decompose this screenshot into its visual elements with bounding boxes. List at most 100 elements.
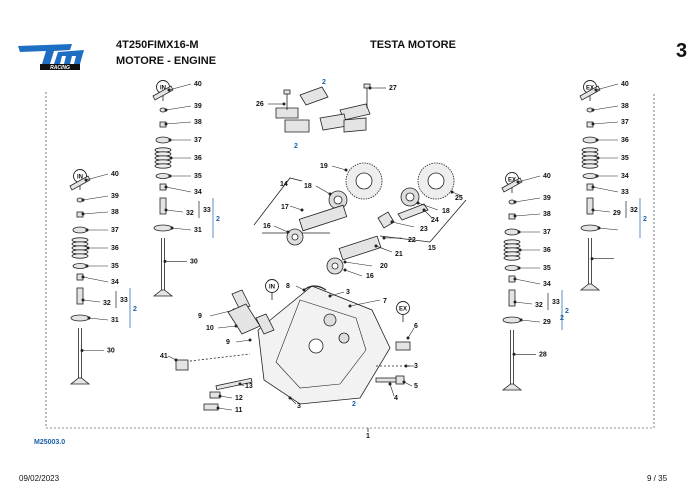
leader-dot	[343, 260, 347, 264]
group-line	[253, 177, 303, 226]
leader-dot	[597, 226, 601, 230]
cam-gear-hub	[355, 172, 373, 190]
callout-label: 29	[613, 210, 621, 217]
valve-spring-coil	[154, 163, 172, 169]
cam-gasket	[303, 285, 327, 291]
callout-label: 16	[263, 223, 271, 230]
valve-guide	[508, 289, 516, 307]
leader-dot	[513, 300, 517, 304]
leader-line	[514, 301, 533, 305]
callout-label: 30	[190, 258, 198, 265]
callout-label: 36	[621, 137, 629, 144]
leader-dot	[164, 208, 168, 212]
leader-line	[315, 185, 331, 195]
leader-line	[595, 83, 619, 91]
decompressor-lever	[397, 203, 429, 221]
leader-dot	[390, 220, 394, 224]
callout-label: 24	[431, 217, 439, 224]
cam-cap	[299, 86, 329, 106]
section-number: 3	[676, 40, 688, 62]
leader-dot	[282, 102, 286, 106]
exhaust-stud	[375, 377, 397, 383]
leader-dot	[164, 122, 168, 126]
callout-label: 30	[107, 348, 115, 355]
valve-head	[69, 377, 91, 385]
leader-dot	[216, 406, 220, 410]
callout-label: 36	[111, 245, 119, 252]
leader-dot	[348, 304, 352, 308]
callout-label: 40	[543, 173, 551, 180]
spring-retainer	[155, 136, 171, 144]
leader-line	[417, 202, 439, 211]
callout-label: 23	[420, 226, 428, 233]
spring-retainer	[582, 136, 598, 144]
cam-bearing-inner	[333, 195, 343, 205]
callout-label: 13	[245, 383, 253, 390]
leader-dot	[302, 288, 306, 292]
callout-label: 21	[395, 251, 403, 258]
head-port	[323, 313, 337, 327]
spring-seat	[582, 173, 598, 179]
callout-label: 8	[286, 283, 290, 290]
leader-line	[82, 276, 109, 283]
leader-line	[391, 221, 415, 228]
leader-dot	[85, 228, 89, 232]
callout-label: 38	[543, 211, 551, 218]
leader-dot	[595, 174, 599, 178]
spring-seat	[504, 265, 520, 271]
leader-line	[349, 299, 381, 307]
leader-dot	[518, 248, 522, 252]
valve-seat-ring	[502, 316, 522, 324]
head-detail	[275, 299, 367, 389]
callout-label: 40	[194, 81, 202, 88]
tm-racing-logo: RACING	[14, 40, 94, 72]
diagram-code: M25003.0	[34, 439, 66, 446]
callout-label: 32	[535, 302, 543, 309]
callout-label: 25	[455, 195, 463, 202]
callout-label: 34	[194, 189, 202, 196]
callout-label: 33	[621, 189, 629, 196]
valve-head	[579, 283, 601, 291]
callout-label: 38	[111, 209, 119, 216]
leader-dot	[450, 190, 454, 194]
leader-dot	[169, 156, 173, 160]
callout-label: 14	[280, 181, 288, 188]
callout-label: 6	[414, 323, 418, 330]
leader-dot	[368, 86, 372, 90]
cylinder-head	[257, 285, 391, 405]
leader-line	[165, 105, 192, 111]
section-name: MOTORE - ENGINE	[116, 55, 217, 67]
leader-line	[592, 209, 611, 213]
spring-seat	[72, 263, 88, 269]
leader-dot	[234, 324, 238, 328]
camshaft	[298, 204, 348, 232]
callout-label: 32	[103, 300, 111, 307]
callout-label: 38	[621, 103, 629, 110]
leader-line	[217, 325, 237, 329]
callout-label: 18	[442, 208, 450, 215]
cam-bearing-inner	[291, 233, 299, 241]
leader-dot	[416, 201, 420, 205]
callout-label: 2	[565, 308, 569, 315]
leader-dot	[164, 185, 168, 189]
callout-label: 2	[322, 79, 326, 86]
leader-line	[592, 121, 619, 125]
callout-label: 2	[294, 143, 298, 150]
position-badge	[265, 279, 279, 293]
leader-dot	[87, 316, 91, 320]
leader-line	[82, 211, 109, 215]
leader-line	[423, 209, 433, 219]
intake-manifold	[227, 303, 261, 335]
callout-label: 39	[111, 193, 119, 200]
leader-line	[165, 209, 184, 213]
cam-bolt-head	[283, 89, 291, 95]
callout-label: 16	[366, 273, 374, 280]
leader-line	[235, 339, 251, 343]
leader-dot	[591, 208, 595, 212]
leader-dot	[81, 212, 85, 216]
leader-line	[165, 121, 192, 125]
leader-dot	[81, 298, 85, 302]
leader-dot	[406, 336, 410, 340]
callout-label: 35	[543, 265, 551, 272]
